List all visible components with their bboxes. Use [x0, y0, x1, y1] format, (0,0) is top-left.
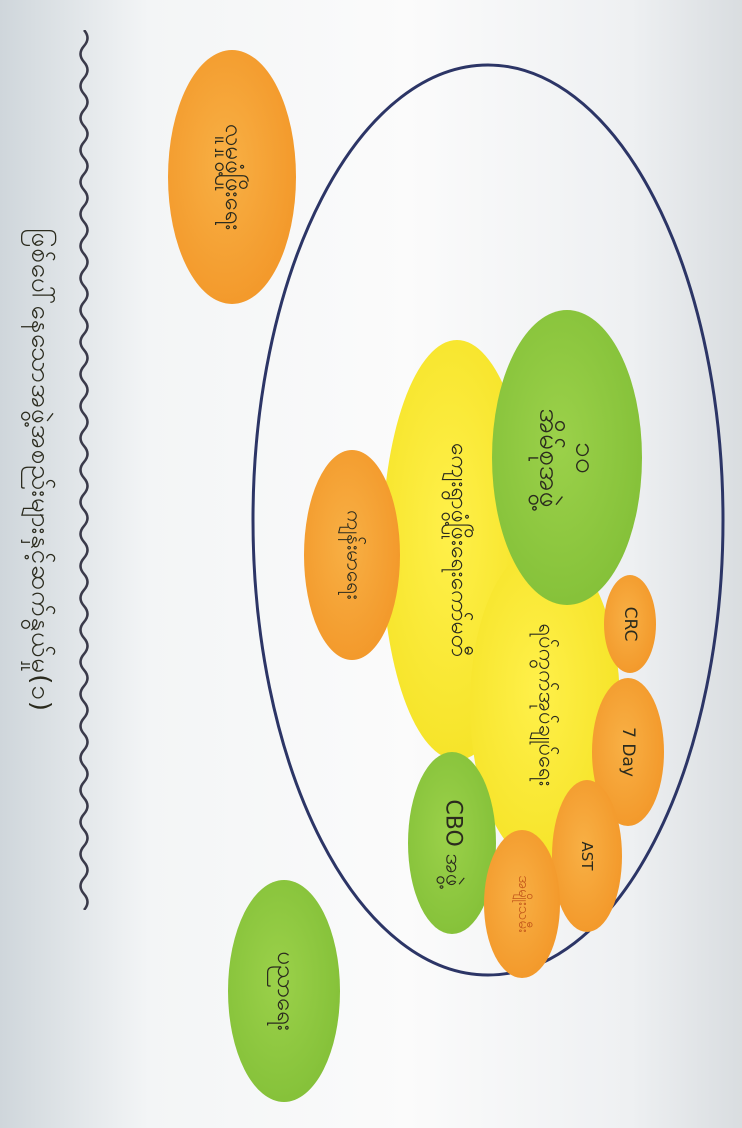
node-orange-crc-label: CRC	[620, 606, 640, 642]
node-green-small-label: CBO အဖွဲ့	[440, 799, 466, 887]
node-green-big-line2: အိမ်စုအဖွဲ့	[533, 407, 566, 508]
node-orange-bottom-label: အမျိုးသမီး	[515, 875, 533, 933]
node-yellow-lower-label: ရပ်ကွက်အုပ်ချုပ်ရေး	[533, 623, 559, 787]
node-orange-mid-label: ကျန်းမာရေး	[342, 510, 367, 600]
title-wavy-underline	[79, 30, 89, 910]
node-orange-mid: ကျန်းမာရေး	[304, 450, 400, 660]
node-green-big: ၁၀ အိမ်စုအဖွဲ့	[492, 310, 642, 605]
node-orange-ast: AST	[552, 780, 622, 932]
node-orange-crc: CRC	[604, 575, 656, 673]
node-green-bottom-label: ပညာရေး	[272, 951, 300, 1031]
node-orange-bottom: အမျိုးသမီး	[484, 830, 560, 978]
node-orange-7day-label: 7 Day	[618, 727, 638, 777]
node-orange-top: လူမှုဖွံ့ဖြိုးရေး	[168, 50, 296, 304]
node-orange-ast-label: AST	[578, 841, 596, 871]
node-green-small: CBO အဖွဲ့	[408, 752, 496, 934]
node-orange-top-label: လူမှုဖွံ့ဖြိုးရေး	[220, 123, 248, 231]
node-yellow-center-label: ကျေးရွာဖွံ့ဖြိုးရေးကော်မတီ	[446, 442, 472, 658]
node-green-bottom: ပညာရေး	[228, 880, 340, 1102]
node-green-big-line1: ၁၀	[569, 441, 603, 474]
node-green-big-text: ၁၀ အိမ်စုအဖွဲ့	[531, 408, 604, 507]
